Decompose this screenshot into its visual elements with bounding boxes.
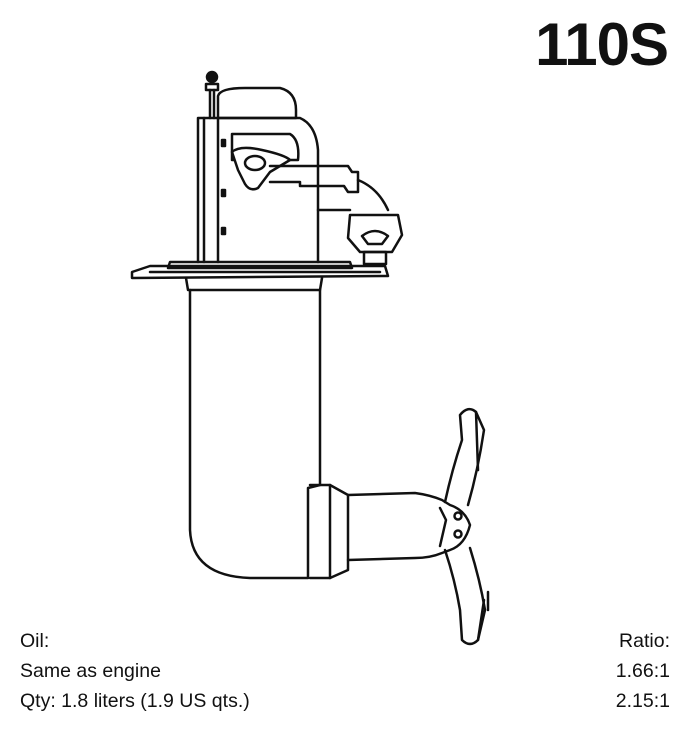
oil-type: Same as engine (20, 660, 161, 682)
shift-lever (230, 146, 390, 212)
propeller-hub (346, 491, 472, 562)
oil-spec: Oil: Same as engine Qty: 1.8 liters (1.9… (20, 626, 250, 716)
ratio-value: 2.15:1 (615, 690, 670, 712)
oil-heading: Oil: (20, 630, 50, 652)
oil-quantity: Qty: 1.8 liters (1.9 US qts.) (20, 690, 250, 712)
ratio-heading: Ratio: (619, 630, 670, 652)
lower-leg (188, 288, 350, 580)
propeller-blade-upper (443, 407, 486, 507)
ratio-value: 1.66:1 (615, 660, 670, 682)
model-title: 110S (535, 11, 669, 78)
upper-housing (196, 86, 320, 264)
propeller-blade-lower (443, 546, 490, 646)
dipstick-rod (204, 70, 220, 120)
ratio-spec: Ratio: 1.66:1 2.15:1 (616, 626, 670, 716)
mounting-flange (130, 260, 390, 292)
shift-bracket (346, 213, 404, 266)
